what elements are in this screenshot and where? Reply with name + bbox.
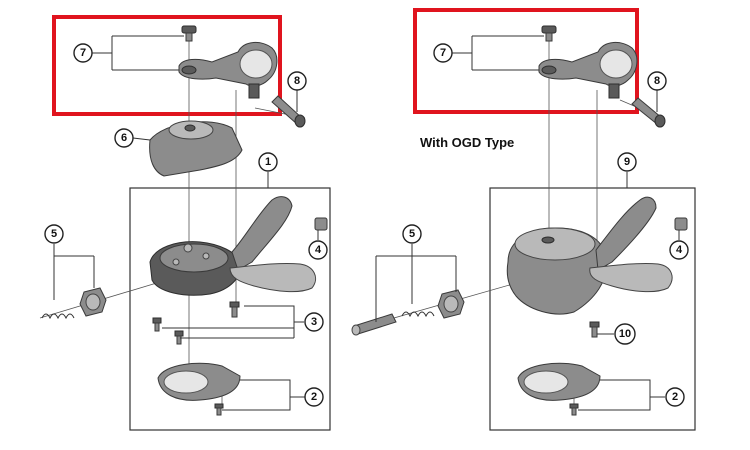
spring-part-right bbox=[401, 311, 435, 318]
callout-label: 2 bbox=[672, 391, 678, 403]
callout-label: 2 bbox=[311, 391, 317, 403]
screw-part bbox=[181, 25, 197, 42]
callout-3: 3 bbox=[304, 312, 324, 332]
callout-label: 5 bbox=[409, 228, 415, 240]
callout-label: 3 bbox=[311, 316, 317, 328]
nut-part bbox=[79, 287, 107, 317]
callout-label: 10 bbox=[619, 328, 631, 340]
spring-part bbox=[41, 313, 75, 320]
callout-label: 9 bbox=[624, 156, 630, 168]
base-plate-part-right bbox=[517, 362, 601, 416]
callout-2-left: 2 bbox=[304, 387, 324, 407]
highlight-box-left bbox=[52, 15, 282, 116]
callout-label: 8 bbox=[294, 75, 300, 87]
callout-7-right: 7 bbox=[433, 43, 453, 63]
nut-part-right bbox=[437, 289, 465, 319]
callout-1: 1 bbox=[258, 152, 278, 172]
base-plate-part bbox=[157, 362, 241, 416]
parts-frame-left bbox=[129, 187, 331, 431]
right-assembly: With OGD Type bbox=[351, 8, 696, 431]
callout-2-right: 2 bbox=[665, 387, 685, 407]
callout-10: 10 bbox=[614, 323, 636, 345]
callout-label: 1 bbox=[265, 156, 271, 168]
callout-9: 9 bbox=[617, 152, 637, 172]
clamp-band-part bbox=[178, 42, 278, 99]
callout-label: 7 bbox=[440, 47, 446, 59]
screws-part-3 bbox=[152, 301, 240, 345]
callout-label: 8 bbox=[654, 75, 660, 87]
callout-label: 4 bbox=[676, 244, 683, 256]
bolt-part-right bbox=[631, 97, 666, 128]
leaders-left bbox=[53, 35, 319, 411]
lever-body-part bbox=[149, 196, 316, 296]
screw-part-10 bbox=[589, 321, 600, 338]
left-assembly: 7 8 6 1 4 5 3 2 bbox=[39, 15, 331, 431]
bolt-part bbox=[271, 95, 306, 128]
callout-6: 6 bbox=[114, 128, 134, 148]
callout-label: 6 bbox=[121, 132, 127, 144]
cap-part-right bbox=[674, 217, 688, 231]
screw-part-right bbox=[541, 25, 557, 42]
pin-part-right bbox=[351, 313, 397, 336]
callout-5-left: 5 bbox=[44, 224, 64, 244]
callout-8-right: 8 bbox=[647, 71, 667, 91]
ogd-type-label: With OGD Type bbox=[420, 135, 514, 150]
callout-label: 5 bbox=[51, 228, 57, 240]
leaders-right bbox=[375, 35, 680, 411]
callout-7-left: 7 bbox=[73, 43, 93, 63]
clamp-band-part-right bbox=[538, 42, 638, 99]
callout-5-right: 5 bbox=[402, 224, 422, 244]
ogd-body-part bbox=[506, 196, 673, 315]
callout-label: 7 bbox=[80, 47, 86, 59]
callout-8-left: 8 bbox=[287, 71, 307, 91]
cover-part bbox=[149, 120, 243, 177]
callout-4-right: 4 bbox=[669, 240, 689, 260]
parts-frame-right bbox=[489, 187, 696, 431]
cap-part bbox=[314, 217, 328, 231]
callout-4-left: 4 bbox=[308, 240, 328, 260]
callout-label: 4 bbox=[315, 244, 322, 256]
